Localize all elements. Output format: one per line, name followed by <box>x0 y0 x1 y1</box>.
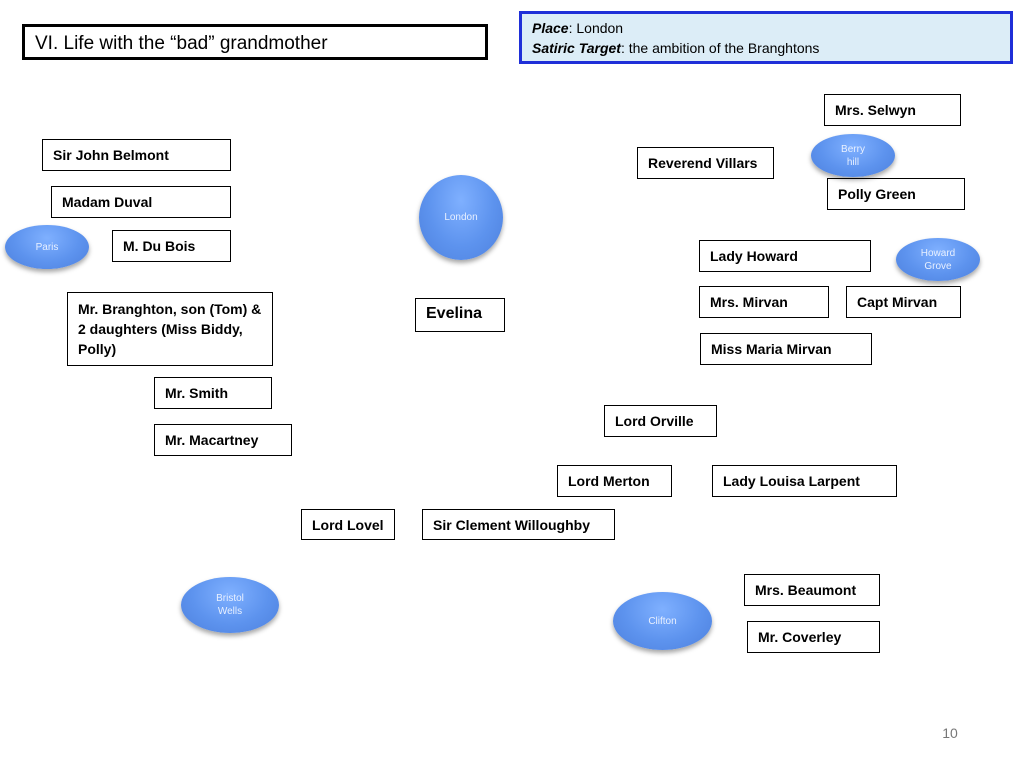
place-london-label: London <box>444 212 478 223</box>
box-lady-louisa-larpent: Lady Louisa Larpent <box>712 465 897 497</box>
place-value: : London <box>568 20 624 36</box>
box-mrs-beaumont: Mrs. Beaumont <box>744 574 880 606</box>
box-sir-clement-willoughby: Sir Clement Willoughby <box>422 509 615 540</box>
place-bristol-wells-label: Bristol Wells <box>216 593 244 617</box>
box-polly-green: Polly Green <box>827 178 965 210</box>
box-madam-duval: Madam Duval <box>51 186 231 218</box>
target-label: Satiric Target <box>532 40 621 56</box>
box-lord-merton: Lord Merton <box>557 465 672 497</box>
place-clifton: Clifton <box>613 592 712 650</box>
box-mr-macartney: Mr. Macartney <box>154 424 292 456</box>
place-label: Place <box>532 20 569 36</box>
slide-title: VI. Life with the “bad” grandmother <box>22 24 488 60</box>
box-evelina: Evelina <box>415 298 505 332</box>
place-berry-hill-label: Berry hill <box>841 143 865 168</box>
box-branghton-family: Mr. Branghton, son (Tom) & 2 daughters (… <box>67 292 273 366</box>
box-capt-mirvan: Capt Mirvan <box>846 286 961 318</box>
box-mrs-mirvan: Mrs. Mirvan <box>699 286 829 318</box>
target-value: : the ambition of the Branghtons <box>620 40 820 56</box>
place-line: Place: London <box>532 18 1000 38</box>
place-howard-grove: Howard Grove <box>896 238 980 281</box>
box-m-du-bois: M. Du Bois <box>112 230 231 262</box>
box-mrs-selwyn: Mrs. Selwyn <box>824 94 961 126</box>
box-lord-lovel: Lord Lovel <box>301 509 395 540</box>
box-lady-howard: Lady Howard <box>699 240 871 272</box>
box-mr-coverley: Mr. Coverley <box>747 621 880 653</box>
place-paris-label: Paris <box>35 241 59 253</box>
info-box: Place: London Satiric Target: the ambiti… <box>519 11 1013 64</box>
place-howard-grove-label: Howard Grove <box>920 247 956 272</box>
box-reverend-villars: Reverend Villars <box>637 147 774 179</box>
place-berry-hill: Berry hill <box>811 134 895 177</box>
place-clifton-label: Clifton <box>648 615 677 627</box>
place-paris: Paris <box>5 225 89 269</box>
box-sir-john-belmont: Sir John Belmont <box>42 139 231 171</box>
place-london: London <box>419 175 503 260</box>
box-mr-smith: Mr. Smith <box>154 377 272 409</box>
box-lord-orville: Lord Orville <box>604 405 717 437</box>
page-number: 10 <box>942 725 958 741</box>
target-line: Satiric Target: the ambition of the Bran… <box>532 38 1000 58</box>
box-miss-maria-mirvan: Miss Maria Mirvan <box>700 333 872 365</box>
place-bristol-wells: Bristol Wells <box>181 577 279 633</box>
